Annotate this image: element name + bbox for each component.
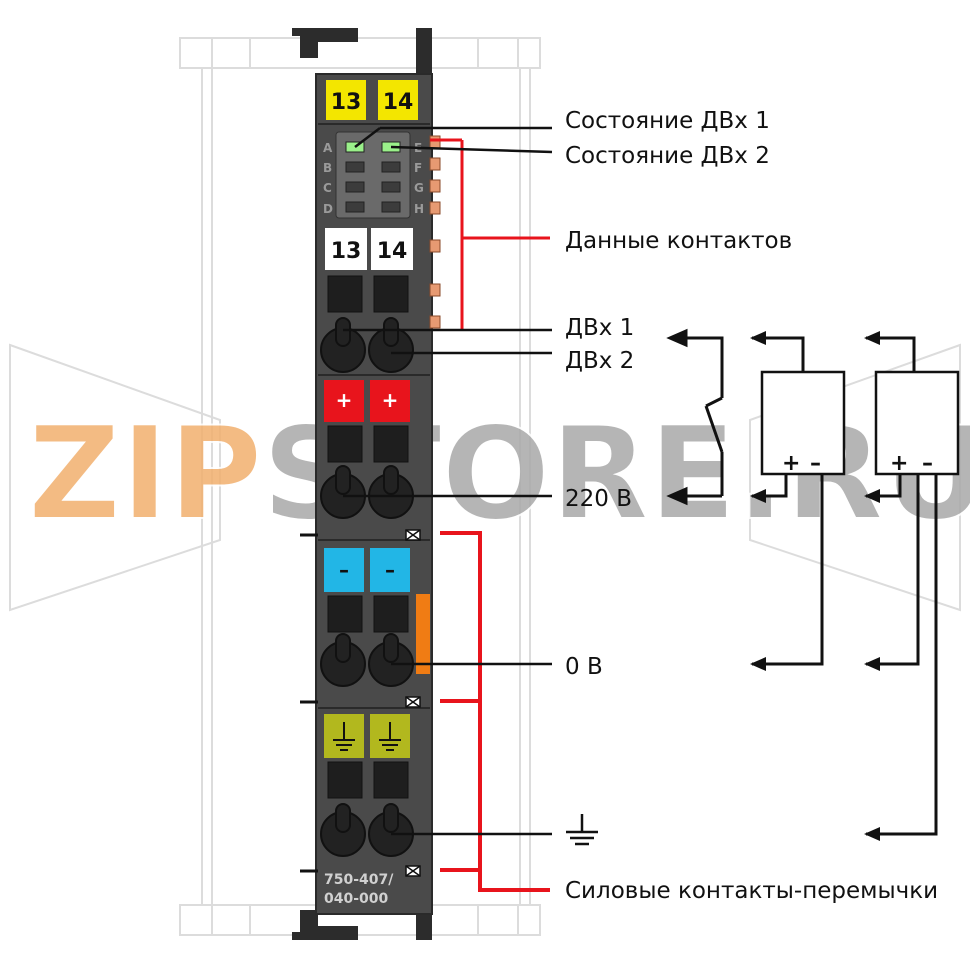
sensor-1-plus: +: [782, 451, 800, 476]
plus-terminal-1: [324, 380, 364, 422]
plus-symbol-1: +: [336, 388, 353, 412]
left-edge-ticks: [300, 533, 318, 873]
background-rail-outline: [9, 37, 961, 936]
led-label-f: F: [414, 161, 422, 175]
top-label-13-text: 13: [331, 90, 362, 115]
minus-symbol-1: –: [339, 558, 349, 582]
model-number-line1: 750-407/: [324, 872, 394, 888]
top-label-13: [326, 80, 366, 120]
ground-icon: [333, 722, 401, 751]
sensor-2-arrow-gnd: [864, 827, 880, 841]
top-label-14: [378, 80, 418, 120]
callout-leaders: [343, 126, 553, 836]
callout-in1: ДВх 1: [565, 315, 634, 341]
contact-data-bracket: [430, 138, 550, 330]
led-label-g: G: [414, 181, 424, 195]
sensor-2-box: [874, 370, 960, 476]
plus-symbol-2: +: [382, 388, 399, 412]
led-label-a: A: [323, 141, 333, 155]
minus-terminal-1: [324, 548, 364, 592]
inner-label-14-text: 14: [377, 239, 408, 264]
terminal-clamps: [320, 317, 414, 857]
sensor-2-arrow-220: [864, 489, 880, 503]
top-label-14-text: 14: [383, 90, 414, 115]
sensor-1-arrow-top: [750, 331, 766, 345]
led-label-d: D: [323, 202, 333, 216]
led-b: [345, 161, 365, 173]
minus-terminal-2: [370, 548, 410, 592]
sensor-1-box: [760, 370, 846, 476]
plus-terminal-2: [370, 380, 410, 422]
inner-label-13: [325, 228, 367, 270]
callout-220v: 220 В: [565, 486, 632, 512]
sensor-2-plus: +: [890, 451, 908, 476]
led-h: [381, 201, 401, 213]
sensor-2-minus: –: [922, 451, 933, 476]
sensor-1: + –: [750, 331, 846, 671]
callout-jumper: Силовые контакты-перемычки: [565, 878, 938, 904]
led-label-h: H: [414, 202, 424, 216]
callout-in2: ДВх 2: [565, 348, 634, 374]
led-g: [381, 181, 401, 193]
led-d: [345, 201, 365, 213]
data-contact-pads: [429, 135, 441, 329]
callout-0v: 0 В: [565, 654, 603, 680]
model-number-line2: 040-000: [324, 891, 389, 907]
jumper-bracket: [440, 531, 550, 892]
sensor-1-arrow-0v: [750, 657, 766, 671]
inner-label-14: [371, 228, 413, 270]
top-clip: [292, 28, 358, 58]
inner-label-13-text: 13: [331, 239, 362, 264]
callout-status-in1: Состояние ДВх 1: [565, 108, 770, 134]
watermark-part1: ZIP: [28, 400, 262, 549]
top-clip-right: [416, 28, 432, 78]
bottom-clip: [292, 910, 358, 940]
switch-circuit: [666, 328, 724, 506]
callout-contact-data: Данные контактов: [565, 228, 792, 254]
led-c: [345, 181, 365, 193]
sensor-1-arrow-220: [750, 489, 766, 503]
minus-symbol-2: –: [385, 558, 395, 582]
sensor-2-arrow-0v: [864, 657, 880, 671]
ground-callout-icon: [566, 814, 598, 846]
led-label-b: B: [323, 161, 332, 175]
sensor-2-arrow-top: [864, 331, 880, 345]
jumper-contact-marks: [405, 529, 421, 877]
callout-status-in2: Состояние ДВх 2: [565, 143, 770, 169]
sensor-2: + –: [864, 331, 960, 841]
sensor-1-minus: –: [810, 451, 821, 476]
led-f: [381, 161, 401, 173]
orange-marker: [416, 594, 430, 674]
led-label-c: C: [323, 181, 332, 195]
terminal-slots: [327, 275, 409, 799]
io-module: 13 14 A B C D E F G H: [292, 28, 441, 940]
